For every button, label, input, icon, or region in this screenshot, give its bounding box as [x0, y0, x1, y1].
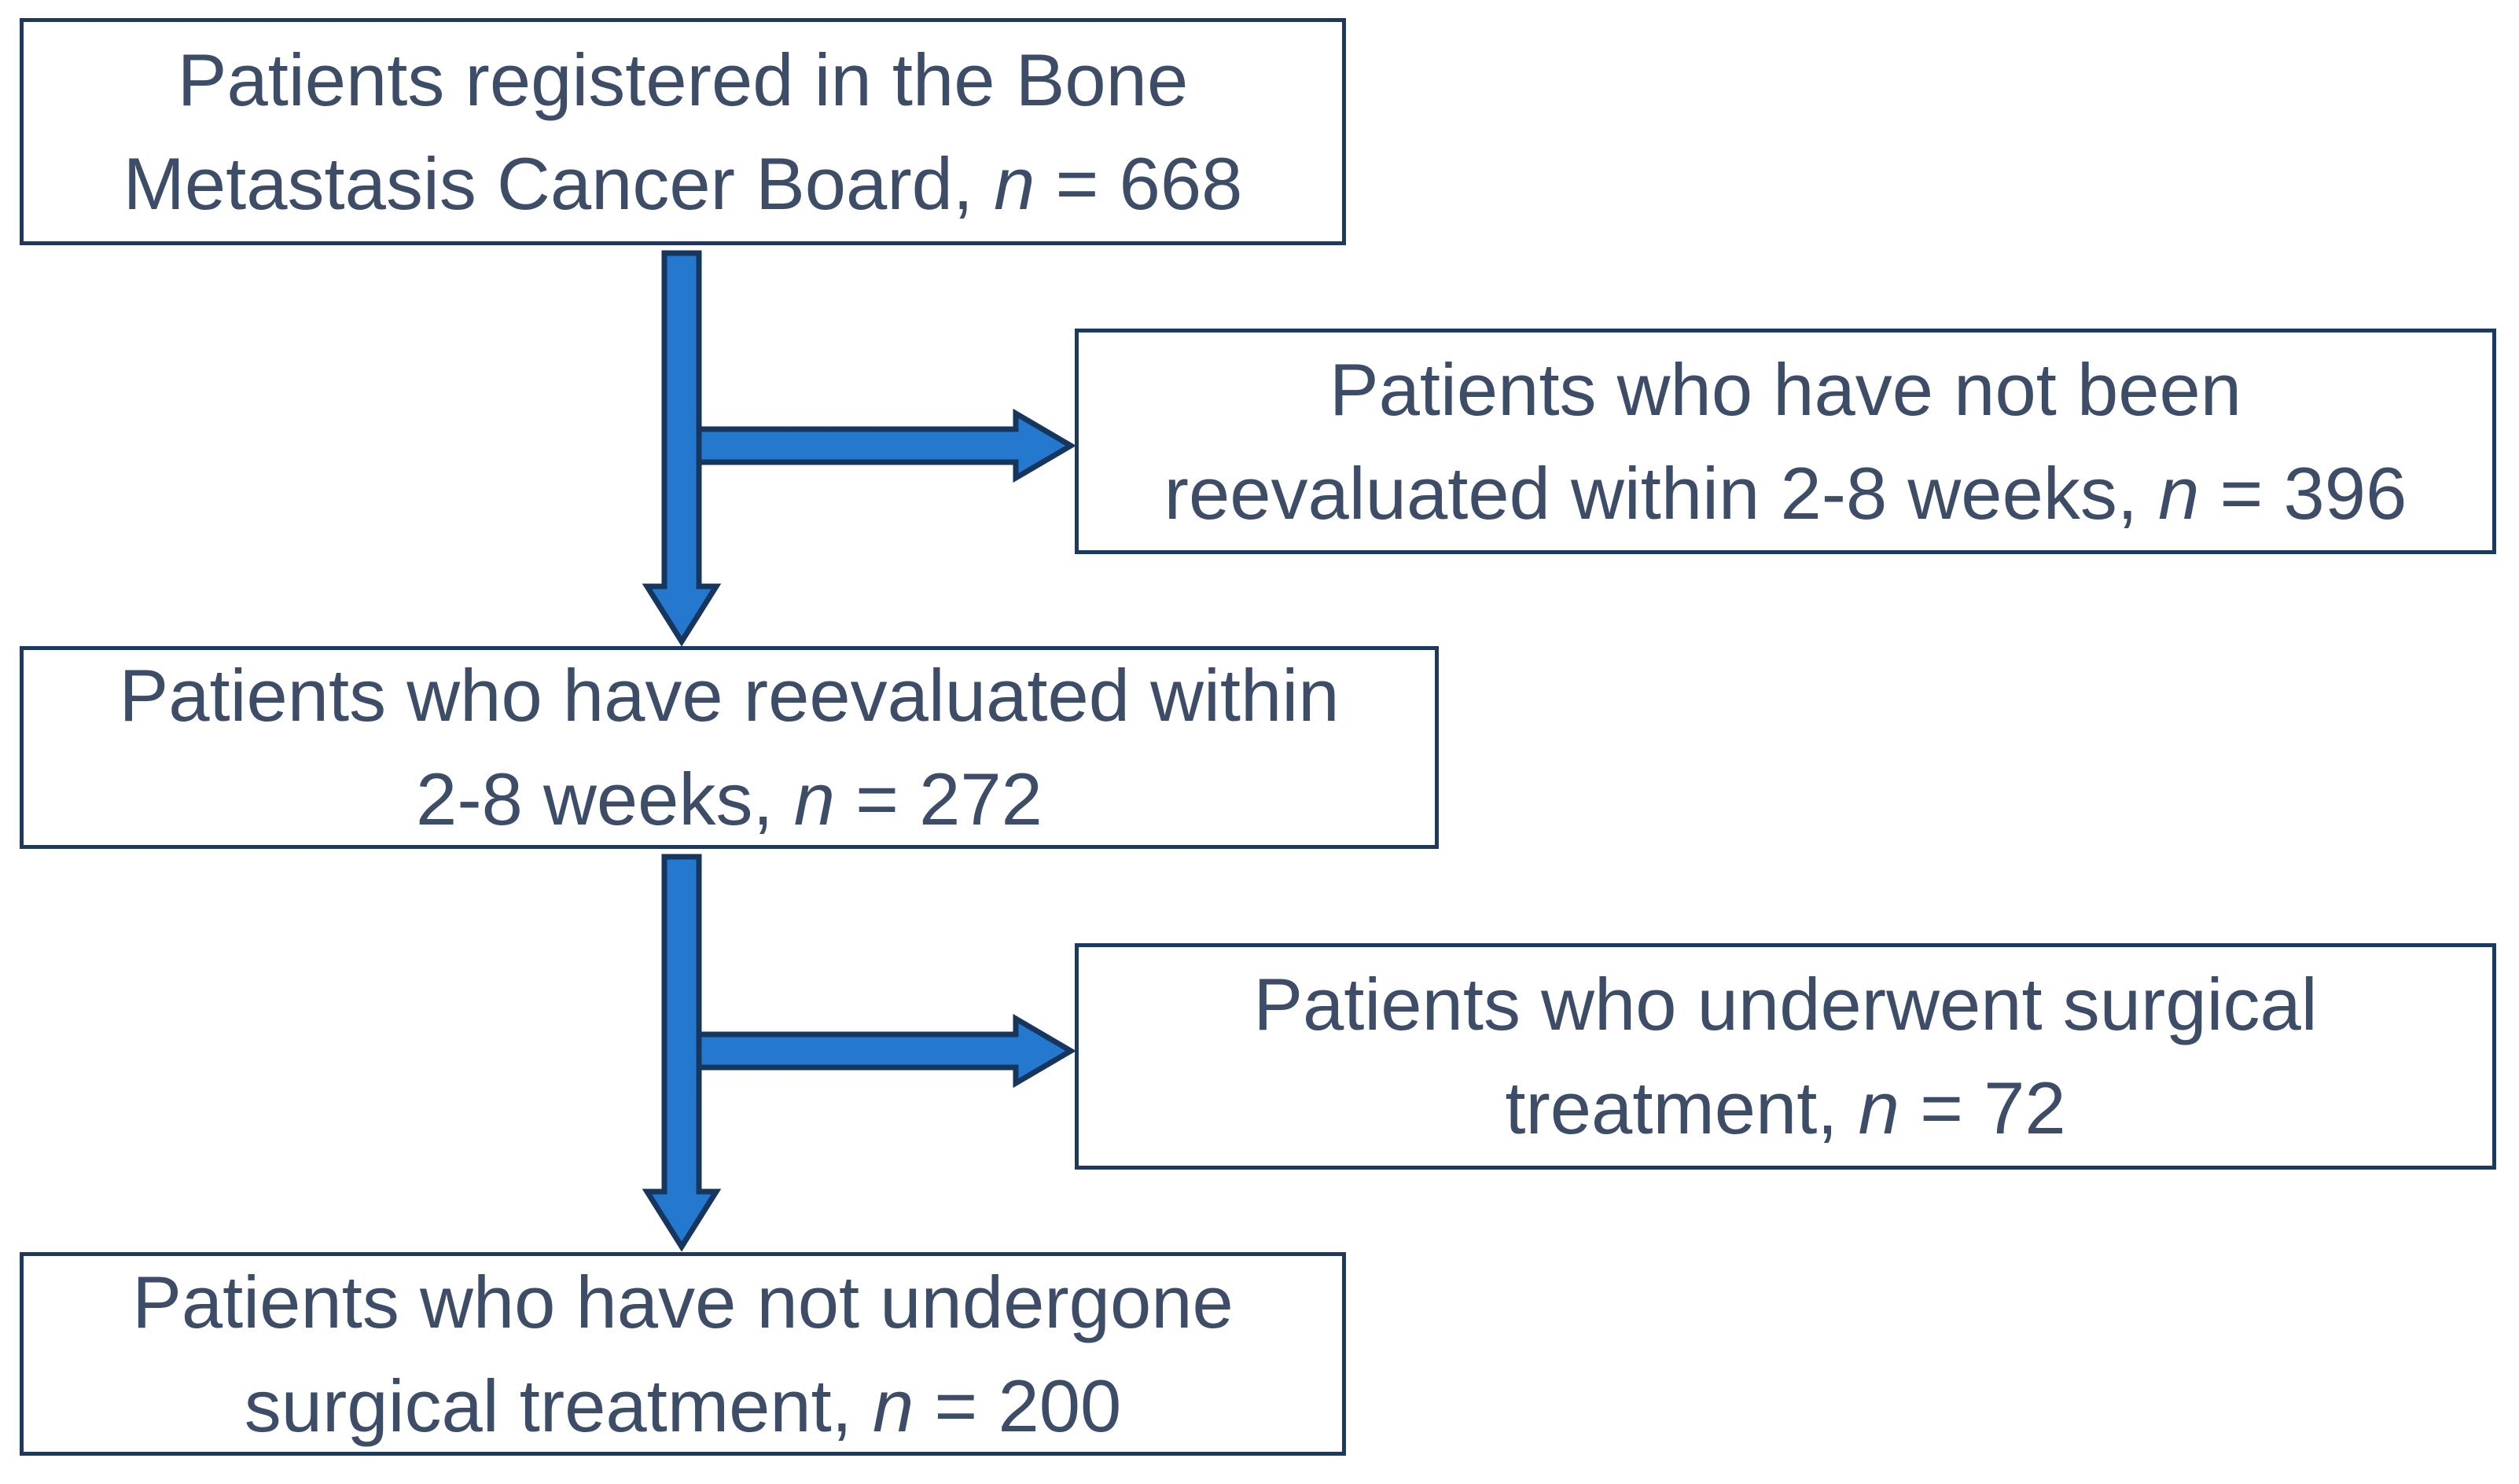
node-text-line: 2-8 weeks, n = 272	[416, 748, 1043, 851]
n-value-text: = 200	[914, 1364, 1122, 1447]
arrow-registered-to-not-reevaluated	[673, 408, 1076, 483]
text-segment: Patients who have reevaluated within	[119, 654, 1340, 737]
node-no-surgical-treatment: Patients who have not undergone surgical…	[20, 1252, 1346, 1456]
node-text-line: Patients who have not undergone	[132, 1251, 1234, 1354]
n-italic: n	[994, 141, 1035, 225]
n-italic: n	[1858, 1067, 1899, 1149]
node-text-line: treatment, n = 72	[1505, 1056, 2065, 1160]
node-reevaluated: Patients who have reevaluated within 2-8…	[20, 646, 1439, 849]
node-text-line: reevaluated within 2-8 weeks, n = 396	[1164, 442, 2407, 545]
text-segment: 2-8 weeks,	[416, 758, 794, 840]
n-italic: n	[873, 1364, 914, 1447]
arrow-reevaluated-to-surgical	[673, 1013, 1076, 1089]
node-registered: Patients registered in the Bone Metastas…	[20, 18, 1346, 245]
node-text-line: Patients registered in the Bone	[178, 28, 1188, 132]
n-value-text: = 396	[2199, 451, 2407, 534]
node-text-line: Patients who underwent surgical	[1253, 953, 2317, 1056]
node-not-reevaluated: Patients who have not been reevaluated w…	[1075, 329, 2496, 554]
text-segment: Patients who underwent surgical	[1253, 963, 2318, 1046]
text-segment: surgical treatment,	[244, 1364, 873, 1447]
text-segment: treatment,	[1505, 1067, 1859, 1149]
text-segment: Patients who have not undergone	[132, 1260, 1234, 1343]
node-text-line: surgical treatment, n = 200	[245, 1354, 1122, 1458]
node-text-line: Patients who have not been	[1329, 338, 2241, 442]
node-text-line: Patients who have reevaluated within	[120, 644, 1340, 748]
n-value-text: = 668	[1035, 141, 1243, 225]
node-surgical-treatment: Patients who underwent surgical treatmen…	[1075, 943, 2496, 1170]
n-value-text: = 72	[1899, 1067, 2066, 1149]
text-segment: reevaluated within 2-8 weeks,	[1164, 451, 2159, 534]
node-text-line: Metastasis Cancer Board, n = 668	[123, 132, 1243, 236]
text-segment: Patients registered in the Bone	[177, 38, 1189, 121]
arrow-registered-to-reevaluated	[642, 250, 722, 647]
text-segment: Metastasis Cancer Board,	[123, 141, 995, 225]
n-value-text: = 272	[834, 758, 1043, 840]
n-italic: n	[793, 758, 835, 840]
text-segment: Patients who have not been	[1329, 347, 2242, 431]
arrow-reevaluated-to-no-surgery	[642, 854, 722, 1252]
n-italic: n	[2158, 451, 2200, 534]
